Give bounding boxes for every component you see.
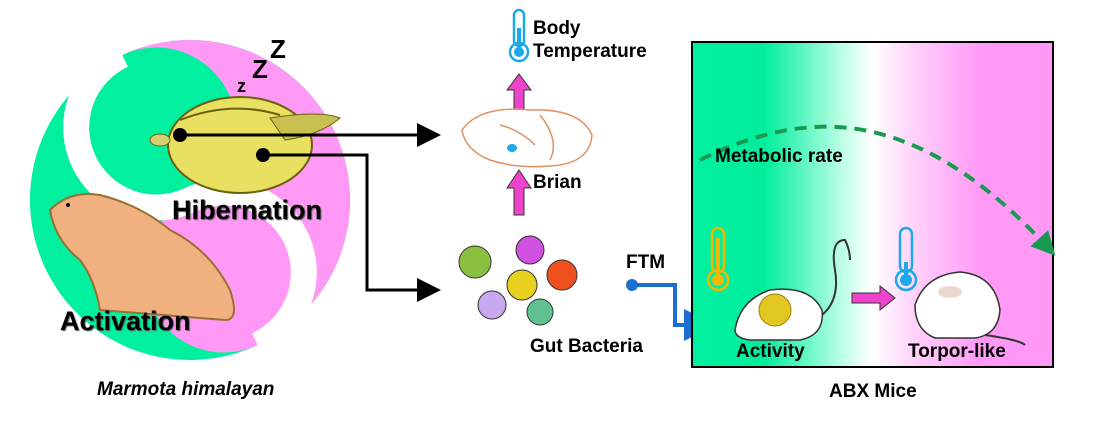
brain-label: Brian bbox=[533, 172, 582, 193]
hibernating-marmot-illustration bbox=[149, 96, 341, 194]
svg-text:Z: Z bbox=[252, 54, 268, 84]
body-temperature-label-line1: Body bbox=[533, 18, 581, 39]
activity-label: Activity bbox=[736, 341, 805, 362]
ftm-label: FTM bbox=[626, 252, 666, 273]
svg-text:z: z bbox=[237, 76, 246, 96]
gut-bacteria-illustration bbox=[458, 235, 578, 326]
abx-mice-caption: ABX Mice bbox=[829, 381, 917, 402]
torpor-mouse-illustration bbox=[914, 271, 1026, 346]
torpor-like-label: Torpor-like bbox=[908, 341, 1006, 362]
thermometer-icon bbox=[508, 8, 530, 63]
body-temperature-label-line2: Temperature bbox=[533, 41, 647, 62]
arrow-to-gut bbox=[263, 153, 441, 302]
up-arrow-icon bbox=[506, 73, 532, 216]
gut-bacteria-label: Gut Bacteria bbox=[530, 336, 643, 357]
species-caption: Marmota himalayan bbox=[97, 379, 275, 400]
active-marmot-illustration bbox=[48, 193, 235, 322]
svg-text:Z: Z bbox=[270, 34, 286, 64]
activation-label: Activation bbox=[60, 306, 191, 336]
brain-illustration bbox=[461, 108, 593, 168]
active-mouse-illustration bbox=[734, 238, 851, 341]
metabolic-rate-label: Metabolic rate bbox=[715, 146, 843, 167]
warm-thermometer-icon bbox=[706, 226, 730, 292]
zzz-icon: z Z Z bbox=[237, 34, 286, 96]
cold-thermometer-icon bbox=[894, 226, 918, 292]
metabolic-rate-curve bbox=[699, 124, 1056, 256]
right-arrow-icon bbox=[851, 284, 896, 312]
hibernation-label: Hibernation bbox=[172, 195, 323, 225]
